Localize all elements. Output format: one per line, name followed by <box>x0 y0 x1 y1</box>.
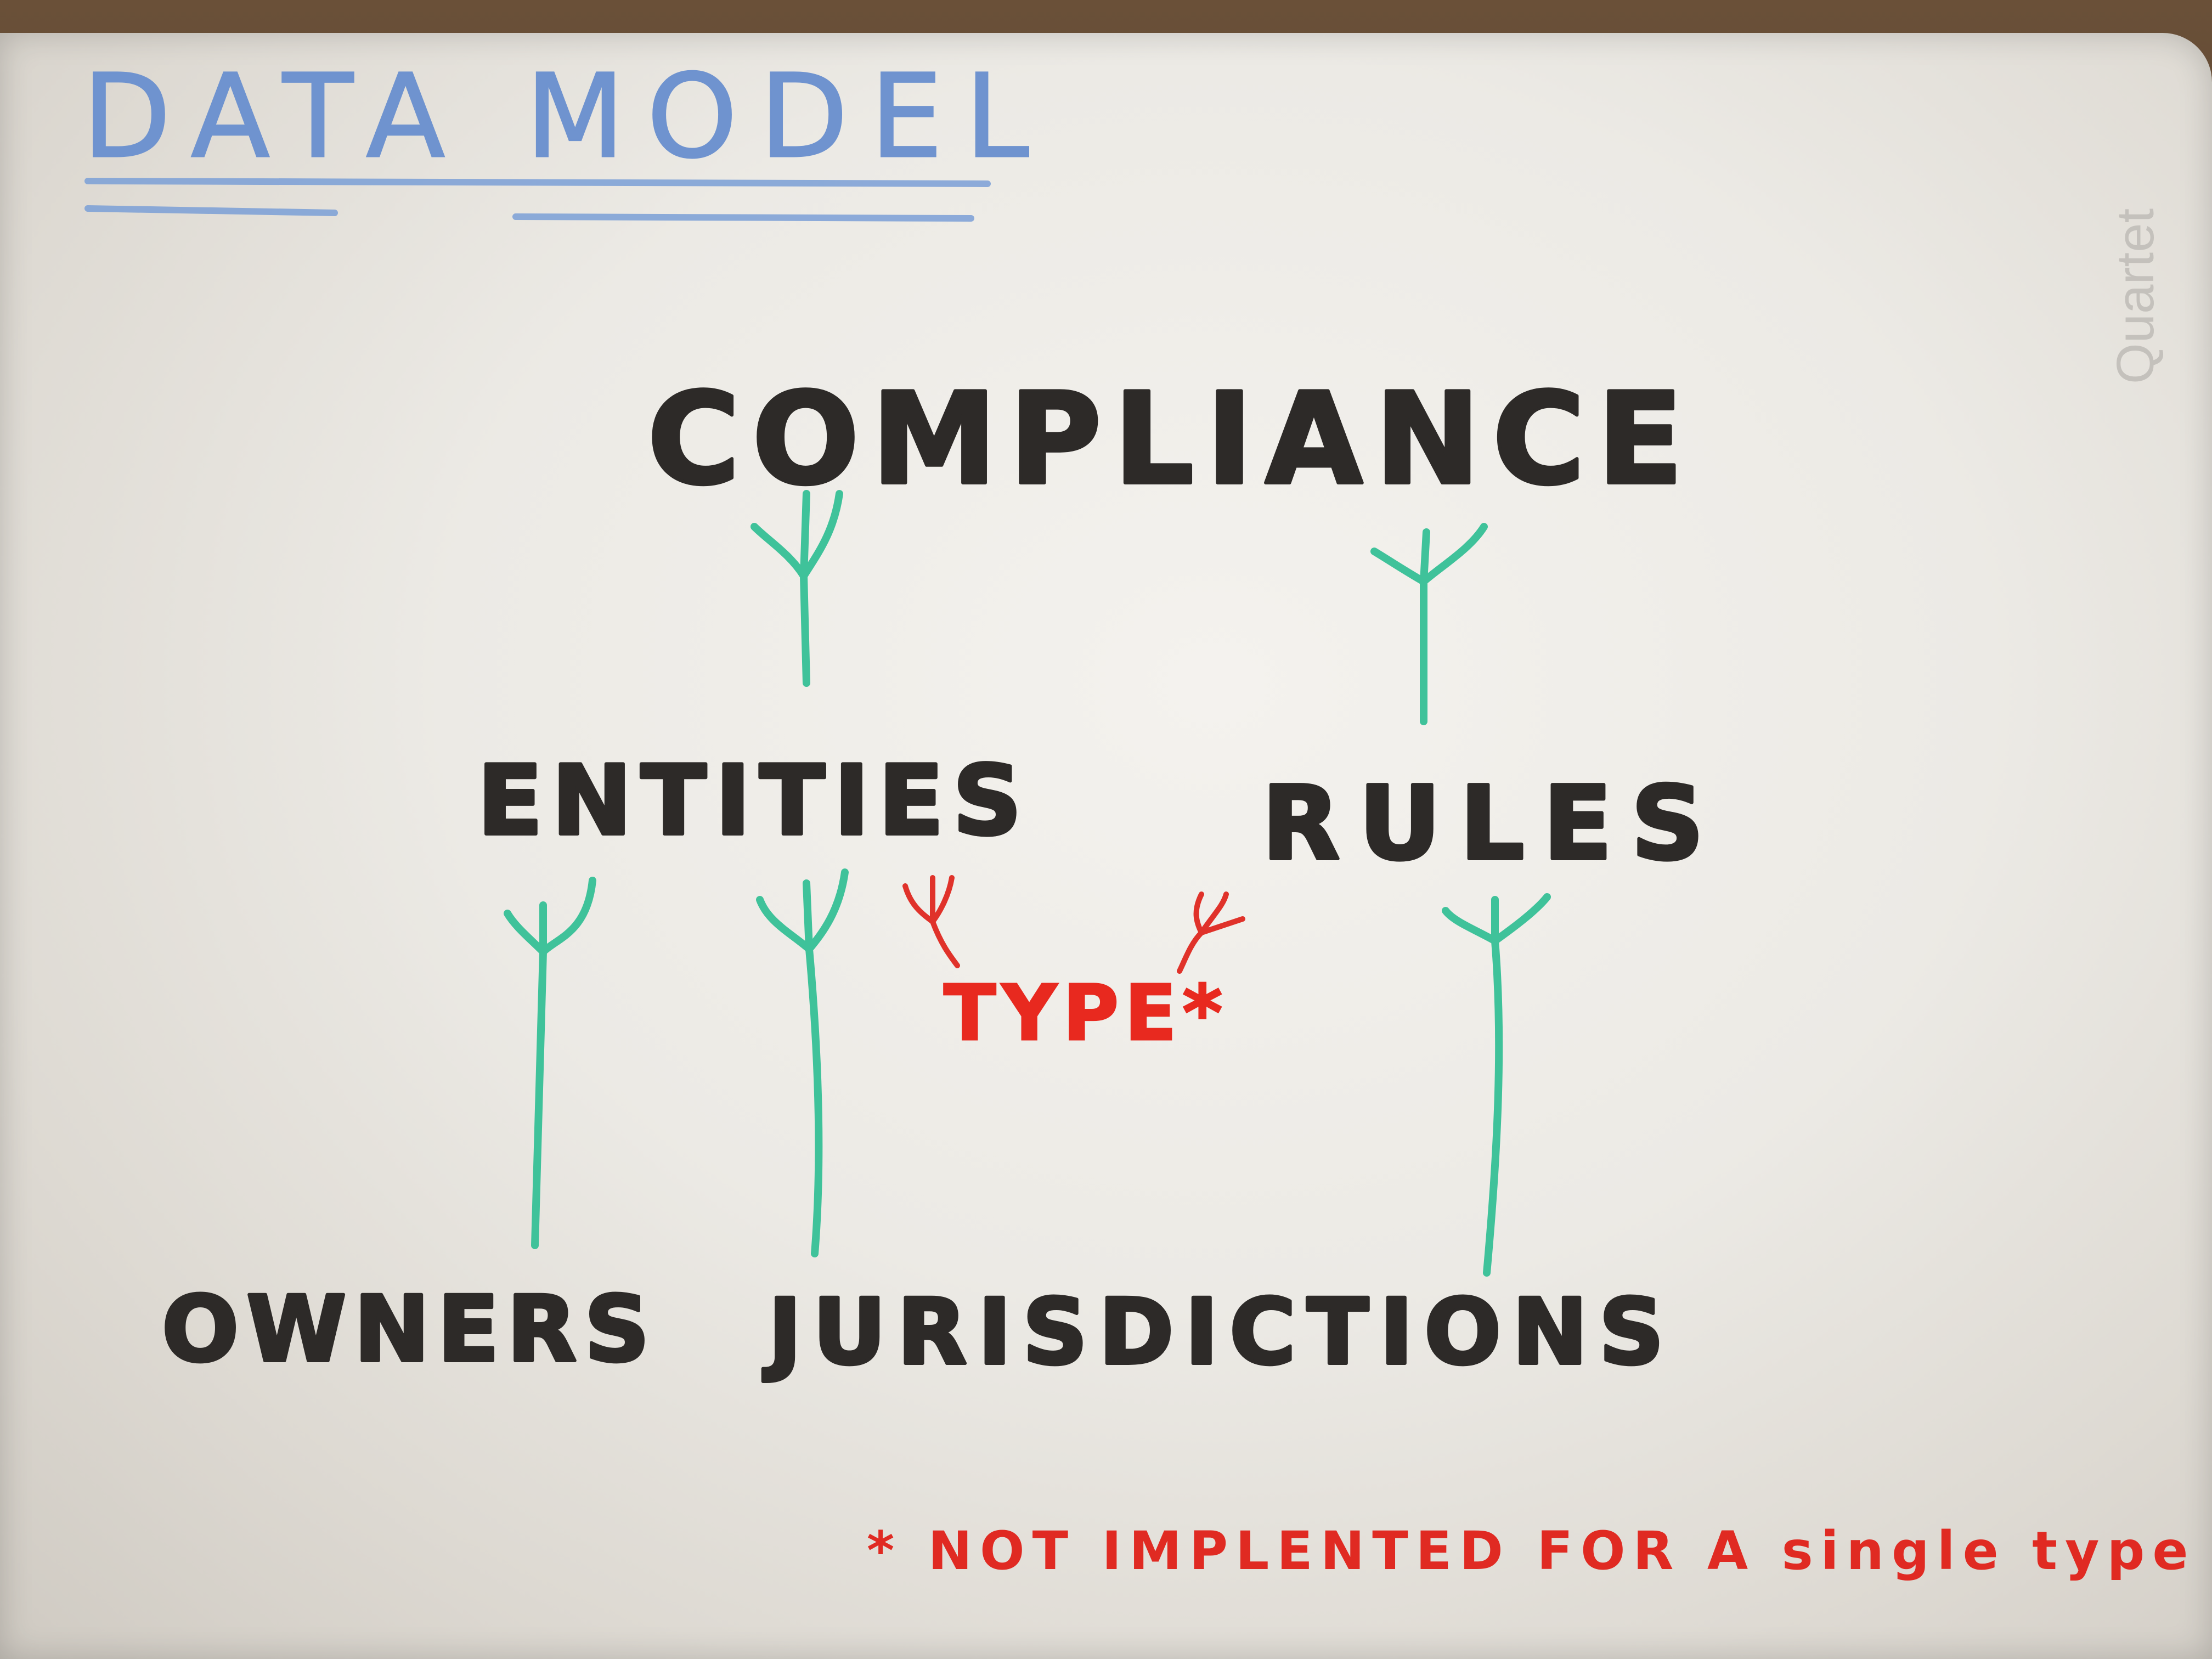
crows-foot-icon <box>1177 891 1245 974</box>
node-entities: ENTITIES <box>477 746 1031 857</box>
footnote: * NOT IMPLENTED FOR A single type <box>867 1520 2196 1582</box>
node-owners: OWNERS <box>162 1277 657 1382</box>
node-jurisdictions: JURISDICTIONS <box>763 1279 1675 1385</box>
crows-foot-icon <box>1370 523 1488 725</box>
title-underline-lower-right <box>512 213 974 222</box>
connector-compliance-entities <box>751 490 843 687</box>
connector-rules-jurisdictions <box>1442 893 1551 1277</box>
connector-entities-owners <box>504 877 596 1249</box>
connector-entities-type <box>902 875 960 968</box>
node-rules: RULES <box>1262 764 1723 883</box>
node-type: TYPE* <box>944 969 1228 1058</box>
connector-entities-jurisdictions <box>756 868 849 1257</box>
title-underline-upper <box>84 178 991 187</box>
connector-compliance-rules <box>1370 523 1488 725</box>
crows-foot-icon <box>504 877 596 1249</box>
crows-foot-icon <box>1442 893 1551 1277</box>
crows-foot-icon <box>751 490 843 687</box>
node-compliance: COMPLIANCE <box>647 366 1695 513</box>
title-underline-lower-left <box>84 205 338 216</box>
board-title: DATA MODEL <box>82 49 1051 184</box>
crows-foot-icon <box>902 875 960 968</box>
whiteboard <box>0 33 2212 1659</box>
crows-foot-icon <box>756 868 849 1257</box>
connector-rules-type <box>1177 891 1245 974</box>
brand-logo: Quartet <box>2106 208 2165 384</box>
